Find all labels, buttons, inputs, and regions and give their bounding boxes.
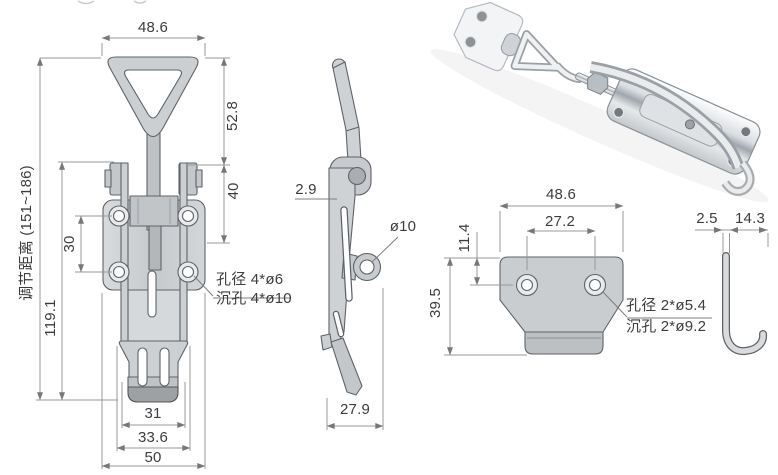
front-hole-note-1: 孔径 4*ø6 [216,271,284,288]
photo-adjuster-nut [587,71,609,95]
loop-ring-hole [359,259,375,275]
plate-hole-note-1: 孔径 2*ø5.4 [626,297,707,314]
top-edge-artifacts [77,0,147,5]
dim-overall-depth: 27.9 [340,401,370,418]
j-hook [722,252,768,356]
dim-plate-width: 48.6 [546,186,576,203]
dim-adjust-range: 调节距离 (151~186) [18,165,35,301]
pivot-ear-left-bump [104,169,112,188]
dim-plate-hole-offset: 11.4 [456,223,473,253]
side-view-dimension-lines [295,198,399,430]
photo-pivot-screw [684,119,695,130]
plate-hole-note-leader [602,291,712,319]
dim-plate-hole-spacing: 27.2 [545,213,575,230]
plate-slot [147,270,157,318]
plate-hole-note-2: 沉孔 2*ø9.2 [626,318,707,335]
product-photo [430,1,769,203]
foot [330,337,363,396]
plate-view-part [499,256,624,355]
foot-step [320,333,333,351]
dim-loop-hole-dia: ø10 [389,218,417,235]
triangle-loop-hole [124,69,182,119]
dim-plate-thickness: 2.9 [295,181,317,198]
dim-base-width: 50 [144,449,162,466]
dim-body-height: 119.1 [42,299,59,337]
rail-right [179,162,188,342]
photo-lever-tail [721,160,755,196]
catch-cap-dark [127,386,179,403]
front-hole-note-leader [193,275,291,299]
dim-hole-spacing: 30 [61,235,78,253]
front-view-part [102,56,206,403]
hook-view [695,227,769,356]
dim-hook-wire-dia: 2.5 [696,210,718,227]
plate-view-dimension-lines [444,203,712,356]
handle-rod [332,61,362,163]
rail-left [120,162,129,342]
mounting-holes [108,205,199,283]
catch-slot-left [137,347,148,387]
plate-holes [515,273,607,297]
dim-lever-height: 40 [225,182,242,200]
side-view-part [320,58,382,396]
dim-catch-width: 31 [144,405,162,422]
front-view [36,35,291,469]
dim-plate-height: 39.5 [427,288,444,318]
body-slot [332,206,353,338]
dim-hook-reach: 14.3 [735,210,765,227]
dim-front-top-width: 48.6 [138,19,168,36]
pivot-pin [347,166,367,186]
pivot-ear-right-bump [195,169,203,188]
side-view [295,58,399,430]
hook-view-dimension-lines [695,227,769,253]
catch-shoulder [118,340,189,379]
catch-slot-right [159,347,170,387]
catch-plate-flange [524,331,604,355]
dim-loop-height: 52.8 [224,101,241,131]
plate-view [444,203,712,356]
cross-block [129,195,179,227]
photo-lever-arm [589,61,745,170]
catch-plate-body [499,256,624,333]
front-view-dimension-lines [36,35,291,469]
dim-slide-width: 33.6 [138,429,168,446]
adjust-rod [148,225,162,271]
front-hole-note-2: 沉孔 4*ø10 [216,290,292,307]
